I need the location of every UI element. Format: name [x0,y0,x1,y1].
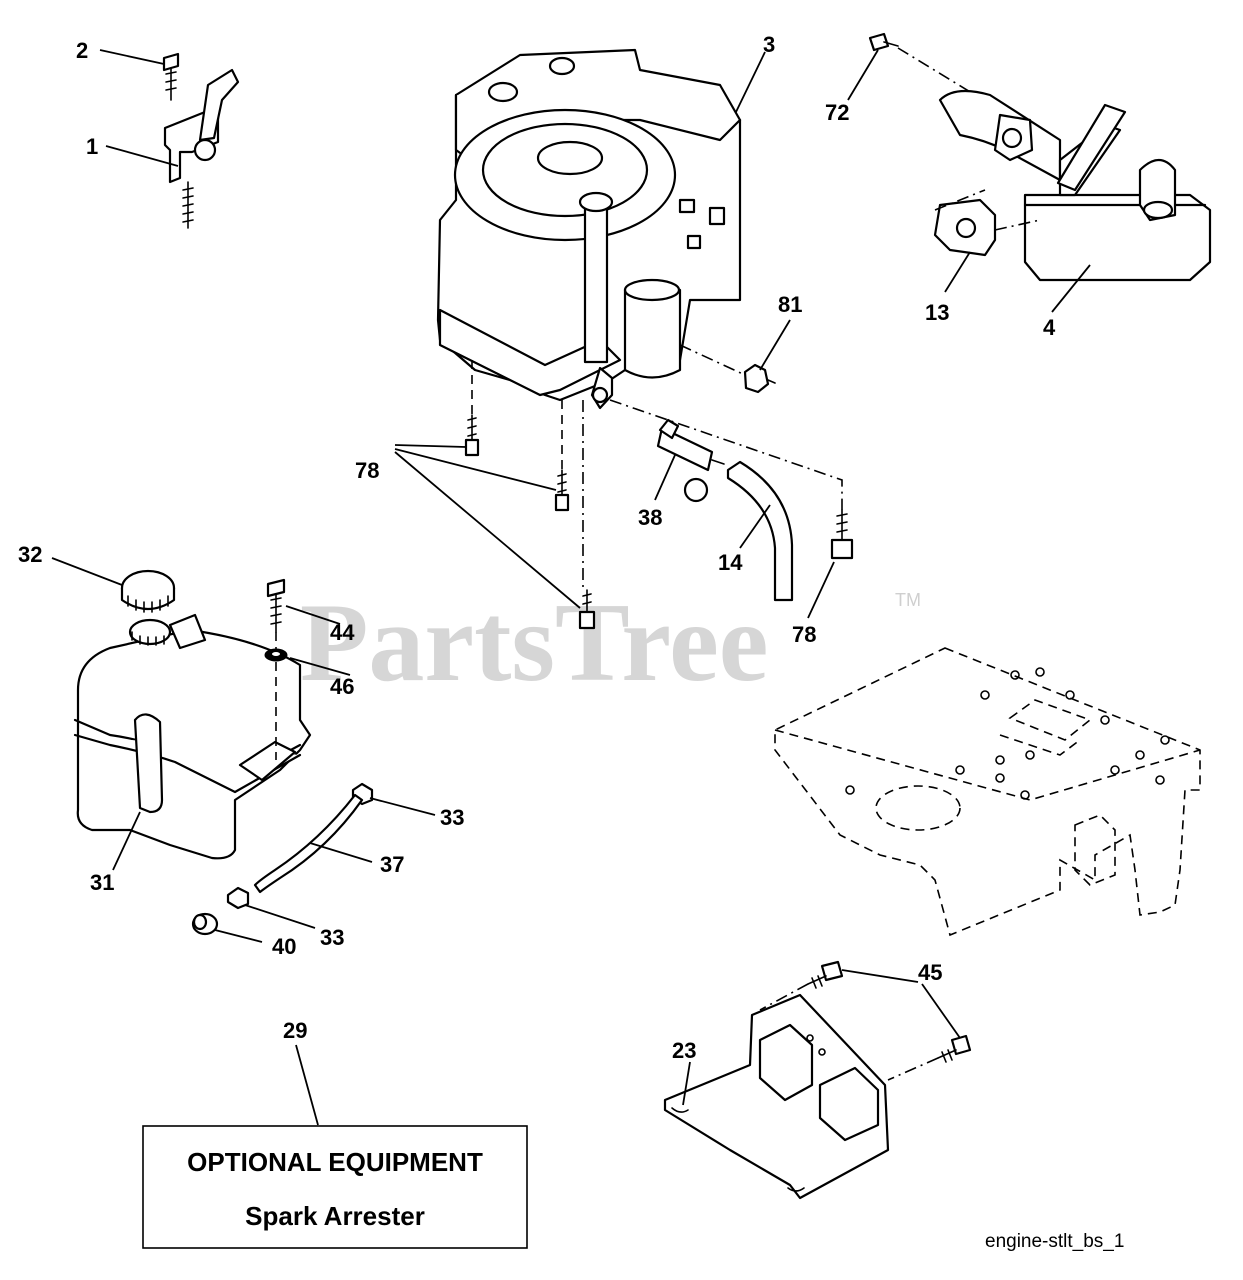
part-fuel-cap-32 [120,569,176,613]
callout-40: 40 [272,934,296,959]
optional-equipment-box: OPTIONAL EQUIPMENT Spark Arrester [142,1125,528,1249]
callout-23: 23 [672,1038,696,1063]
callout-44: 44 [330,620,355,645]
callout-29: 29 [283,1018,307,1043]
callout-3: 3 [763,32,775,57]
callout-14: 14 [718,550,743,575]
callout-37: 37 [380,852,404,877]
part-frame-plate [774,647,1201,937]
callout-33-upper: 33 [440,805,464,830]
callout-32: 32 [18,542,42,567]
part-screw-44 [266,578,286,633]
part-cap-40 [191,912,219,936]
callout-81: 81 [778,292,802,317]
callout-4: 4 [1043,315,1056,340]
callout-13: 13 [925,300,949,325]
callout-1: 1 [86,134,98,159]
part-bolt-78a [464,414,480,457]
part-washer-46 [264,648,288,662]
callout-78-right: 78 [792,622,816,647]
part-bolt-78c [578,589,596,630]
part-nut-81 [743,363,776,394]
watermark-trademark: TM [895,590,921,610]
callout-38: 38 [638,505,662,530]
part-bolt-45-upper [807,960,844,989]
callout-72: 72 [825,100,849,125]
part-gasket-13 [933,198,997,257]
part-screw-72 [868,32,899,52]
part-clamp-33-lower [226,886,250,910]
part-hose-37 [253,793,364,894]
callout-78-left: 78 [355,458,379,483]
callout-2: 2 [76,38,88,63]
part-fuel-filter-38 [656,418,725,503]
optional-equipment-title: OPTIONAL EQUIPMENT [187,1147,483,1177]
callout-46: 46 [330,674,354,699]
part-throttle-control [163,68,240,229]
callout-33-lower: 33 [320,925,344,950]
watermark-logo: PartsTree [300,581,769,705]
diagram-reference: engine-stlt_bs_1 [985,1231,1124,1252]
part-muffler [938,89,1212,282]
part-engine [436,48,742,410]
part-shield-23 [663,993,890,1200]
callout-45: 45 [918,960,942,985]
part-bolt-78b [554,469,570,512]
part-fuel-line-14 [726,460,794,602]
optional-equipment-item: Spark Arrester [245,1201,425,1231]
part-fuel-tank-31 [73,613,312,860]
part-screw-2 [162,52,180,101]
part-bolt-45-lower [937,1034,972,1063]
part-bolt-78d [830,509,854,560]
callout-31: 31 [90,870,114,895]
